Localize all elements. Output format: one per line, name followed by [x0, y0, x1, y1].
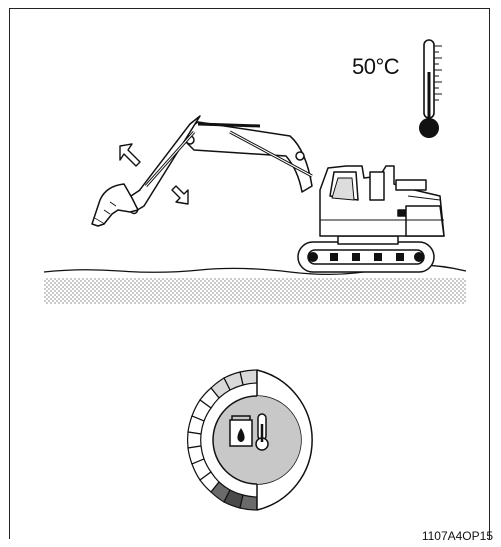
movement-arrow-icon — [119, 143, 189, 205]
hydraulic-temperature-gauge — [186, 369, 313, 511]
temperature-label: 50°C — [352, 54, 400, 79]
figure-frame — [9, 8, 490, 539]
thermometer-icon — [419, 39, 442, 138]
figure-code: 1107A4OP15 — [421, 529, 493, 543]
excavator-icon — [91, 115, 445, 273]
ground — [43, 264, 467, 304]
hydraulic-oil-temperature-icon — [229, 413, 269, 451]
